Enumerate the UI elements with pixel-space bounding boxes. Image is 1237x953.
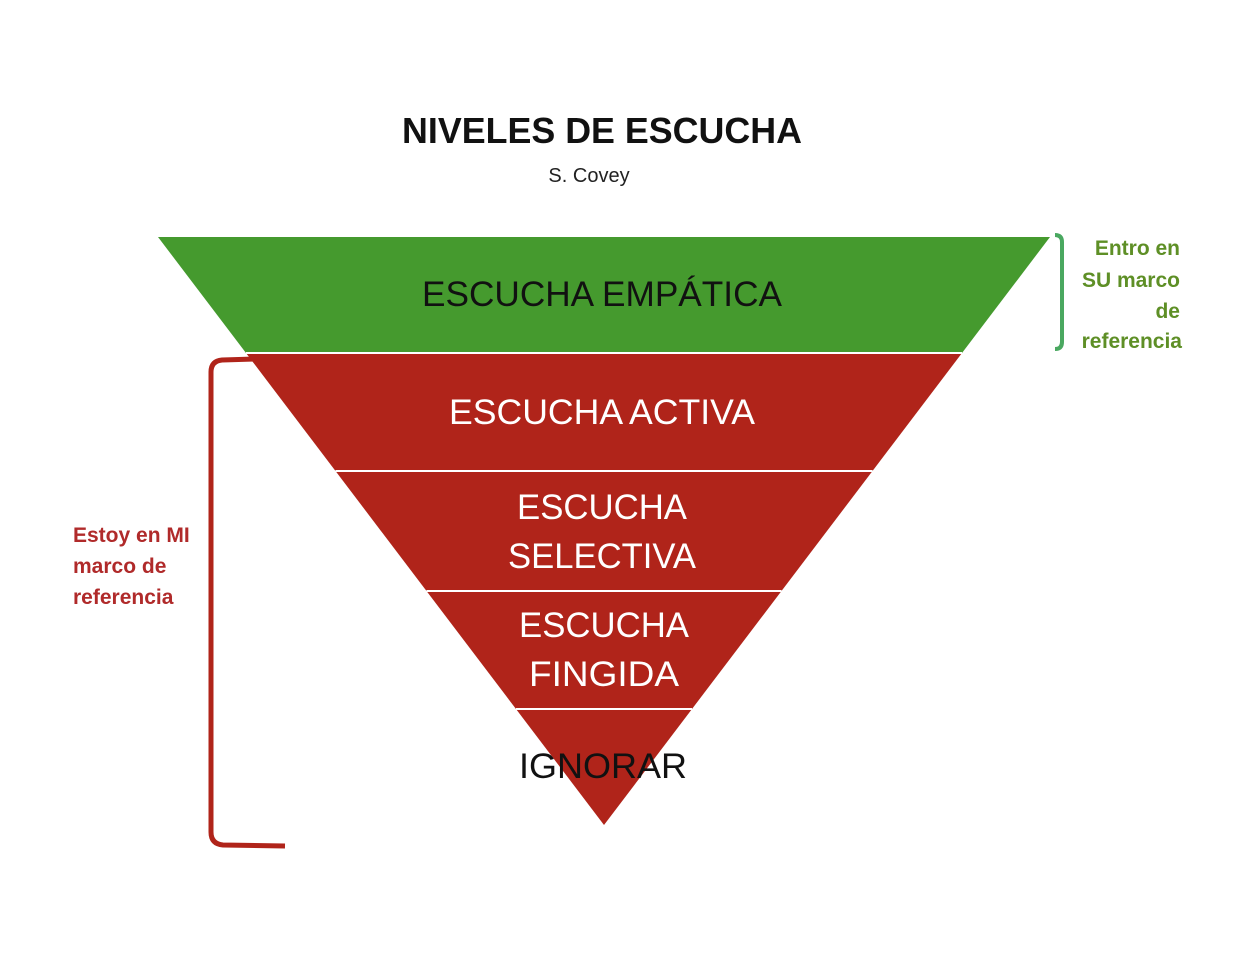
level-band-fingida xyxy=(426,591,782,709)
level-label-ignorar: IGNORAR xyxy=(519,747,687,786)
level-band-empatica xyxy=(158,237,1050,353)
left-note-line-3: referencia xyxy=(73,586,174,609)
level-band-selectiva xyxy=(335,471,873,591)
right-bracket xyxy=(1054,233,1064,351)
level-band-activa xyxy=(246,353,962,471)
level-label-selectiva-1: ESCUCHA xyxy=(517,488,688,527)
level-label-fingida-2: FINGIDA xyxy=(529,655,680,694)
right-note-line-4: referencia xyxy=(1082,330,1183,353)
level-label-empatica: ESCUCHA EMPÁTICA xyxy=(422,275,783,314)
left-bracket xyxy=(208,355,286,849)
right-note-line-3: de xyxy=(1155,300,1180,323)
right-note-line-2: SU marco xyxy=(1082,269,1180,292)
right-note-line-1: Entro en xyxy=(1095,237,1180,260)
left-note-line-2: marco de xyxy=(73,555,166,578)
level-label-fingida-1: ESCUCHA xyxy=(519,606,690,645)
diagram-subtitle: S. Covey xyxy=(548,165,629,187)
level-band-ignorar xyxy=(516,709,692,825)
left-note-line-1: Estoy en MI xyxy=(73,524,190,547)
diagram-title: NIVELES DE ESCUCHA xyxy=(402,110,802,151)
level-label-activa: ESCUCHA ACTIVA xyxy=(449,393,756,432)
band-separators xyxy=(246,352,962,710)
level-label-selectiva-2: SELECTIVA xyxy=(508,537,697,576)
